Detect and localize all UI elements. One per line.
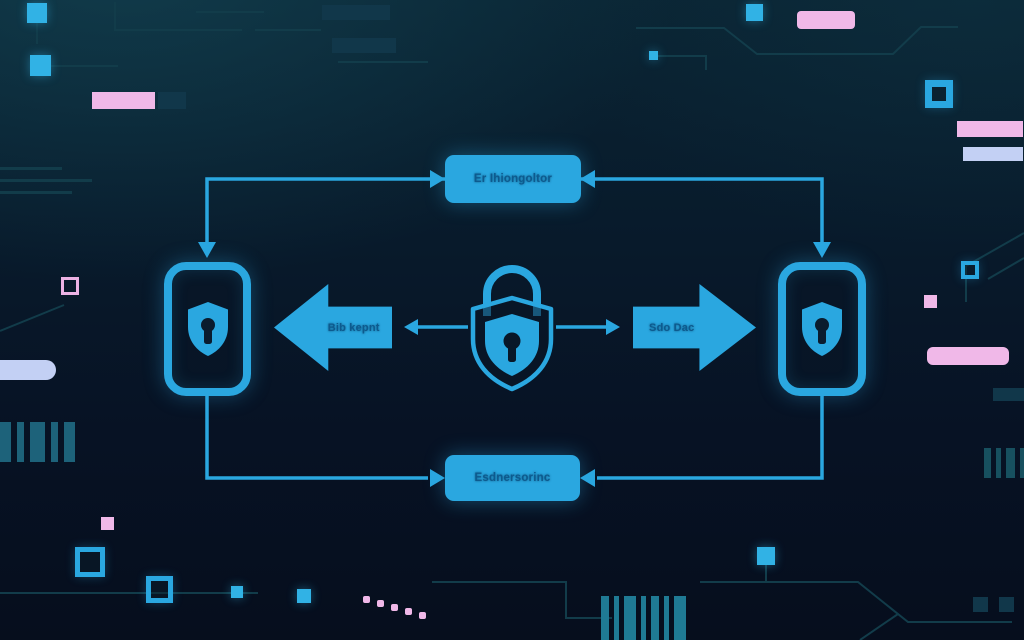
decor-square-outline (146, 576, 173, 603)
decor-lavender-bar (0, 360, 56, 380)
decor-barcode (601, 596, 686, 640)
right-arrow-label: Sdo Dac (649, 321, 695, 334)
decor-square-outline (75, 547, 105, 577)
arrowhead-left-icon (404, 319, 418, 335)
right-device-node (778, 262, 866, 396)
top-flow-node: Er Ihiongoltor (445, 155, 581, 203)
bottom-flow-node: Esdnersorinc (445, 455, 580, 501)
bottom-flow-label: Esdnersorinc (474, 472, 551, 484)
decor-square (231, 586, 243, 598)
arrowhead-right-icon (430, 170, 445, 188)
shield-lock-svg (470, 265, 554, 392)
decor-pink-bar (927, 347, 1009, 365)
decor-square (757, 547, 775, 565)
decor-square (649, 51, 658, 60)
arrowhead-right-icon (430, 469, 445, 487)
decor-line (0, 179, 92, 182)
decor-pink-dot (363, 596, 370, 603)
decor-dark-square (999, 597, 1014, 612)
arrowhead-left-icon (580, 170, 595, 188)
decor-line (0, 167, 62, 170)
shield-keyhole-icon (187, 302, 228, 356)
decor-line (0, 191, 72, 194)
decor-pink-dot (405, 608, 412, 615)
decor-pink-square (924, 295, 937, 308)
decor-dark-bar (993, 388, 1024, 401)
decor-pink-square (101, 517, 114, 530)
decor-pink-square-outline (61, 277, 79, 295)
decor-pink-bar (797, 11, 855, 29)
arrowhead-left-icon (580, 469, 595, 487)
decor-pink-bar (957, 121, 1023, 137)
left-device-node (164, 262, 251, 396)
decor-square (30, 55, 51, 76)
decor-pink-dot (391, 604, 398, 611)
decor-square (297, 589, 311, 603)
shield-lock-icon (447, 252, 577, 394)
decor-barcode (984, 448, 1024, 478)
decor-pink-dot (377, 600, 384, 607)
decor-dark-bar (158, 92, 186, 109)
arrowhead-down-icon (813, 242, 831, 258)
decor-square (27, 3, 47, 23)
decor-dark-bar (322, 5, 390, 20)
decor-barcode (0, 422, 75, 462)
decor-dark-square (973, 597, 988, 612)
decor-square-outline (961, 261, 979, 279)
decor-pink-dot (419, 612, 426, 619)
decor-pink-bar (92, 92, 155, 109)
decor-square-outline (925, 80, 953, 108)
arrowhead-down-icon (198, 242, 216, 258)
decor-square (746, 4, 763, 21)
decor-dark-bar (332, 38, 396, 53)
arrowhead-right-icon (606, 319, 620, 335)
decor-lavender-bar (963, 147, 1023, 161)
shield-keyhole-icon (802, 302, 842, 356)
top-flow-label: Er Ihiongoltor (473, 173, 553, 185)
left-arrow-label: Bib kepnt (327, 321, 380, 334)
